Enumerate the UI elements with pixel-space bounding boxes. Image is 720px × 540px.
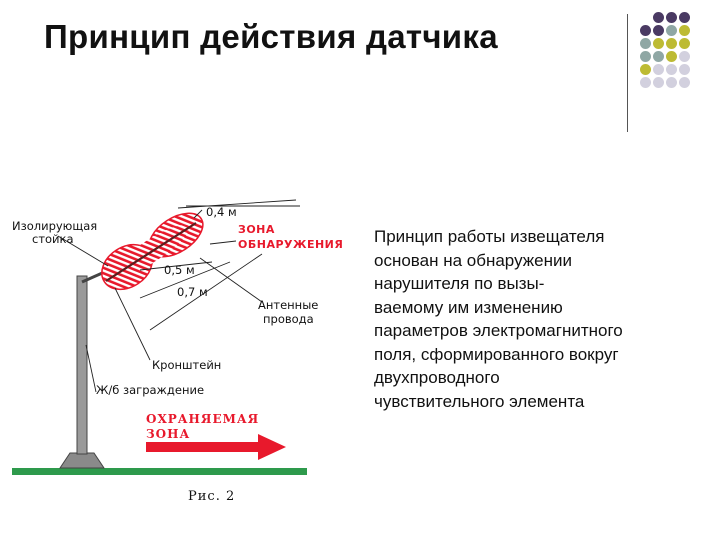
body-line: Принцип работы извещателя (374, 227, 605, 246)
fence-post (76, 275, 88, 455)
body-line: поля, сформированного вокруг (374, 344, 619, 364)
decor-dot (679, 77, 690, 88)
label-insulating-post-1: Изолирующая (12, 219, 97, 233)
decor-dot (666, 12, 677, 23)
body-line: двухпроводного (374, 368, 500, 387)
dim-line-05 (139, 261, 213, 271)
body-text: Принцип работы извещателя основан на обн… (374, 225, 694, 413)
decor-dot (640, 38, 651, 49)
decor-dot (666, 51, 677, 62)
leader-antenna (199, 257, 263, 303)
dim-line-07b (139, 261, 231, 299)
dim-line-07 (149, 253, 263, 331)
body-line: чувствительного элемента (374, 391, 585, 411)
body-line: нарушителя по вызы- (374, 274, 545, 293)
ground-strip (12, 468, 307, 475)
label-dim-04: 0,4 м (206, 205, 237, 219)
label-zone-1: ЗОНА (238, 223, 275, 236)
leader-insulating-post (57, 235, 109, 267)
decor-dot (653, 51, 664, 62)
body-line: параметров электромагнитного (374, 321, 623, 340)
leader-zone (209, 240, 237, 245)
label-fence: Ж/б заграждение (96, 383, 204, 397)
decor-dot (653, 25, 664, 36)
leader-bracket (114, 287, 151, 361)
decor-dot (666, 77, 677, 88)
decor-dot (640, 51, 651, 62)
decor-dot (679, 38, 690, 49)
dim-line-diag (177, 199, 297, 209)
decor-dot (679, 64, 690, 75)
label-bracket: Кронштейн (152, 358, 221, 372)
label-zone-2: ОБНАРУЖЕНИЯ (238, 238, 343, 251)
decor-dot (640, 77, 651, 88)
decor-dot (666, 38, 677, 49)
label-protected-1: ОХРАНЯЕМАЯ (146, 412, 259, 426)
decor-dot (653, 38, 664, 49)
label-antenna-1: Антенные (258, 298, 318, 312)
decor-dot (653, 12, 664, 23)
decor-dot (653, 77, 664, 88)
antenna-wire (105, 222, 197, 282)
decor-dot (679, 12, 690, 23)
label-dim-07: 0,7 м (177, 285, 208, 299)
label-insulating-post-2: стойка (32, 232, 74, 246)
body-line: ваемому им изменению (374, 297, 563, 317)
decor-dot (679, 51, 690, 62)
decor-vertical-line (627, 14, 628, 132)
decor-dot (666, 64, 677, 75)
slide-title: Принцип действия датчика (44, 18, 498, 55)
decor-dot (640, 64, 651, 75)
decor-dot (640, 25, 651, 36)
protected-zone-arrow (146, 434, 286, 460)
decor-dot (653, 64, 664, 75)
decor-dot (666, 25, 677, 36)
label-antenna-2: провода (263, 312, 314, 326)
dim-line-04 (193, 209, 203, 219)
fence-post-base (59, 452, 105, 469)
label-dim-05: 0,5 м (164, 263, 195, 277)
body-line: основан на обнаружении (374, 250, 572, 270)
label-protected-2: ЗОНА (146, 427, 190, 441)
leader-fence (85, 344, 97, 393)
decor-dot (679, 25, 690, 36)
figure-caption: Рис. 2 (188, 489, 235, 504)
